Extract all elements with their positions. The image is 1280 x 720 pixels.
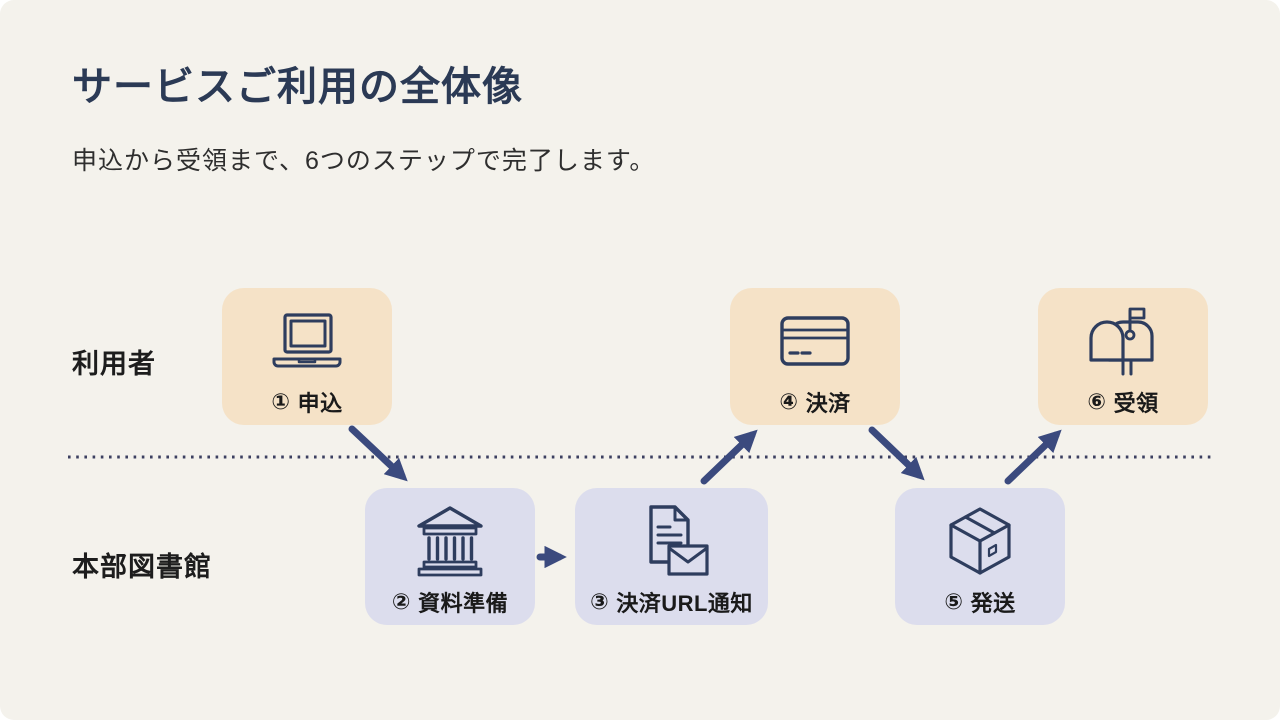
arrow-step5-to-step6 (1004, 429, 1062, 485)
step-number: ⑤ (944, 589, 964, 614)
document-mail-icon (631, 503, 713, 579)
step-text: 決済 (805, 391, 851, 416)
credit-card-icon (775, 303, 855, 379)
step-number: ② (391, 589, 412, 614)
step-number: ⑥ (1087, 389, 1107, 414)
arrow-step1-to-step2 (348, 425, 408, 482)
step-number: ④ (779, 389, 799, 414)
mailbox-icon (1083, 303, 1163, 379)
step-number: ① (271, 389, 291, 414)
arrow-step3-to-step4 (700, 429, 758, 485)
arrow-step4-to-step5 (868, 426, 925, 481)
step-number: ③ (590, 589, 610, 614)
lane-label-user: 利用者 (72, 349, 156, 379)
step-text: 資料準備 (418, 591, 509, 616)
step-text: 受領 (1113, 391, 1159, 416)
step-text: 申込 (297, 391, 343, 416)
step-text: 発送 (970, 591, 1016, 616)
bank-icon (411, 503, 489, 579)
package-icon (941, 503, 1019, 579)
page-title: サービスご利用の全体像 (72, 65, 523, 109)
page-subtitle: 申込から受領まで、6つのステップで完了します。 (72, 147, 656, 175)
laptop-icon (266, 303, 348, 379)
step-text: 決済URL通知 (616, 591, 753, 616)
lane-label-library: 本部図書館 (72, 552, 212, 582)
